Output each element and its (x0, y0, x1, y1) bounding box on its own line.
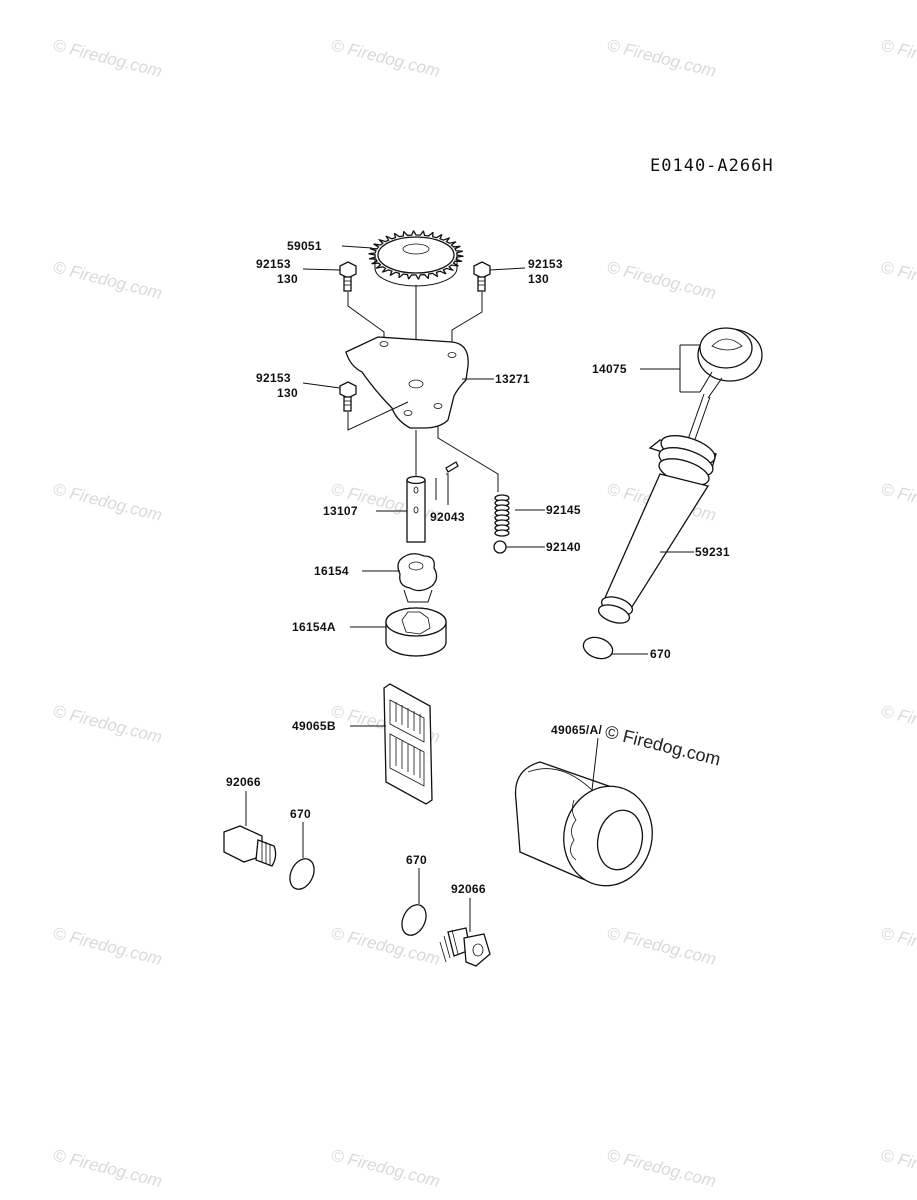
label-92066: 92066 (451, 882, 486, 896)
label-92153: 92153 (256, 371, 291, 385)
spring-92145 (494, 494, 510, 537)
watermark: © Firedog.com (51, 1145, 164, 1190)
watermark: © Firedog.com (879, 701, 917, 746)
cover-plate-13271 (345, 336, 469, 429)
label-130: 130 (277, 386, 298, 400)
label-92145: 92145 (546, 503, 581, 517)
watermark: © Firedog.com (605, 35, 718, 80)
drain-plug-92066-left (223, 825, 277, 867)
pin-92043 (445, 461, 459, 473)
watermark-layer: © Firedog.com © Firedog.com © Firedog.co… (51, 35, 917, 1190)
watermark: © Firedog.com (879, 923, 917, 968)
shaft-13107 (406, 475, 426, 543)
watermark: © Firedog.com (51, 923, 164, 968)
watermark: © Firedog.com (51, 257, 164, 302)
o-ring-670 (582, 636, 614, 660)
inner-rotor-16154 (397, 553, 438, 603)
bolt-92153-mid (339, 381, 357, 412)
label-670: 670 (290, 807, 311, 821)
label-92066: 92066 (226, 775, 261, 789)
label-92140: 92140 (546, 540, 581, 554)
oil-filter-49065 (514, 761, 653, 887)
bolt-92153-left (339, 261, 357, 292)
watermark: © Firedog.com (603, 721, 723, 769)
watermark: © Firedog.com (329, 1145, 442, 1190)
dipstick-cap-14075 (641, 327, 763, 573)
watermark: © Firedog.com (879, 35, 917, 80)
outer-rotor-16154A (385, 607, 447, 657)
o-ring-670 (401, 904, 427, 936)
watermark: © Firedog.com (605, 923, 718, 968)
o-ring-670 (289, 858, 315, 890)
label-14075: 14075 (592, 362, 627, 376)
watermark: © Firedog.com (605, 1145, 718, 1190)
label-92043: 92043 (430, 510, 465, 524)
watermark: © Firedog.com (51, 701, 164, 746)
label-59051: 59051 (287, 239, 322, 253)
drain-plug-92066-mid (439, 927, 491, 967)
watermark: © Firedog.com (605, 257, 718, 302)
watermark: © Firedog.com (879, 257, 917, 302)
label-130: 130 (277, 272, 298, 286)
gear-59051 (368, 230, 464, 287)
label-13271: 13271 (495, 372, 530, 386)
label-92153: 92153 (528, 257, 563, 271)
label-59231: 59231 (695, 545, 730, 559)
watermark: © Firedog.com (329, 35, 442, 80)
bolt-92153-right (473, 261, 491, 292)
watermark: © Firedog.com (329, 923, 442, 968)
watermark: © Firedog.com (51, 35, 164, 80)
label-92153: 92153 (256, 257, 291, 271)
filler-tube-59231 (597, 435, 717, 624)
label-670: 670 (406, 853, 427, 867)
strainer-49065B (383, 683, 433, 805)
label-130: 130 (528, 272, 549, 286)
watermark: © Firedog.com (879, 479, 917, 524)
label-49065B: 49065B (292, 719, 336, 733)
label-13107: 13107 (323, 504, 358, 518)
watermark: © Firedog.com (51, 479, 164, 524)
label-16154: 16154 (314, 564, 349, 578)
label-670: 670 (650, 647, 671, 661)
ball-92140 (493, 540, 507, 554)
watermark: © Firedog.com (879, 1145, 917, 1190)
label-16154A: 16154A (292, 620, 336, 634)
label-49065A: 49065/A/ (551, 723, 602, 737)
diagram-code: E0140-A266H (650, 156, 774, 176)
